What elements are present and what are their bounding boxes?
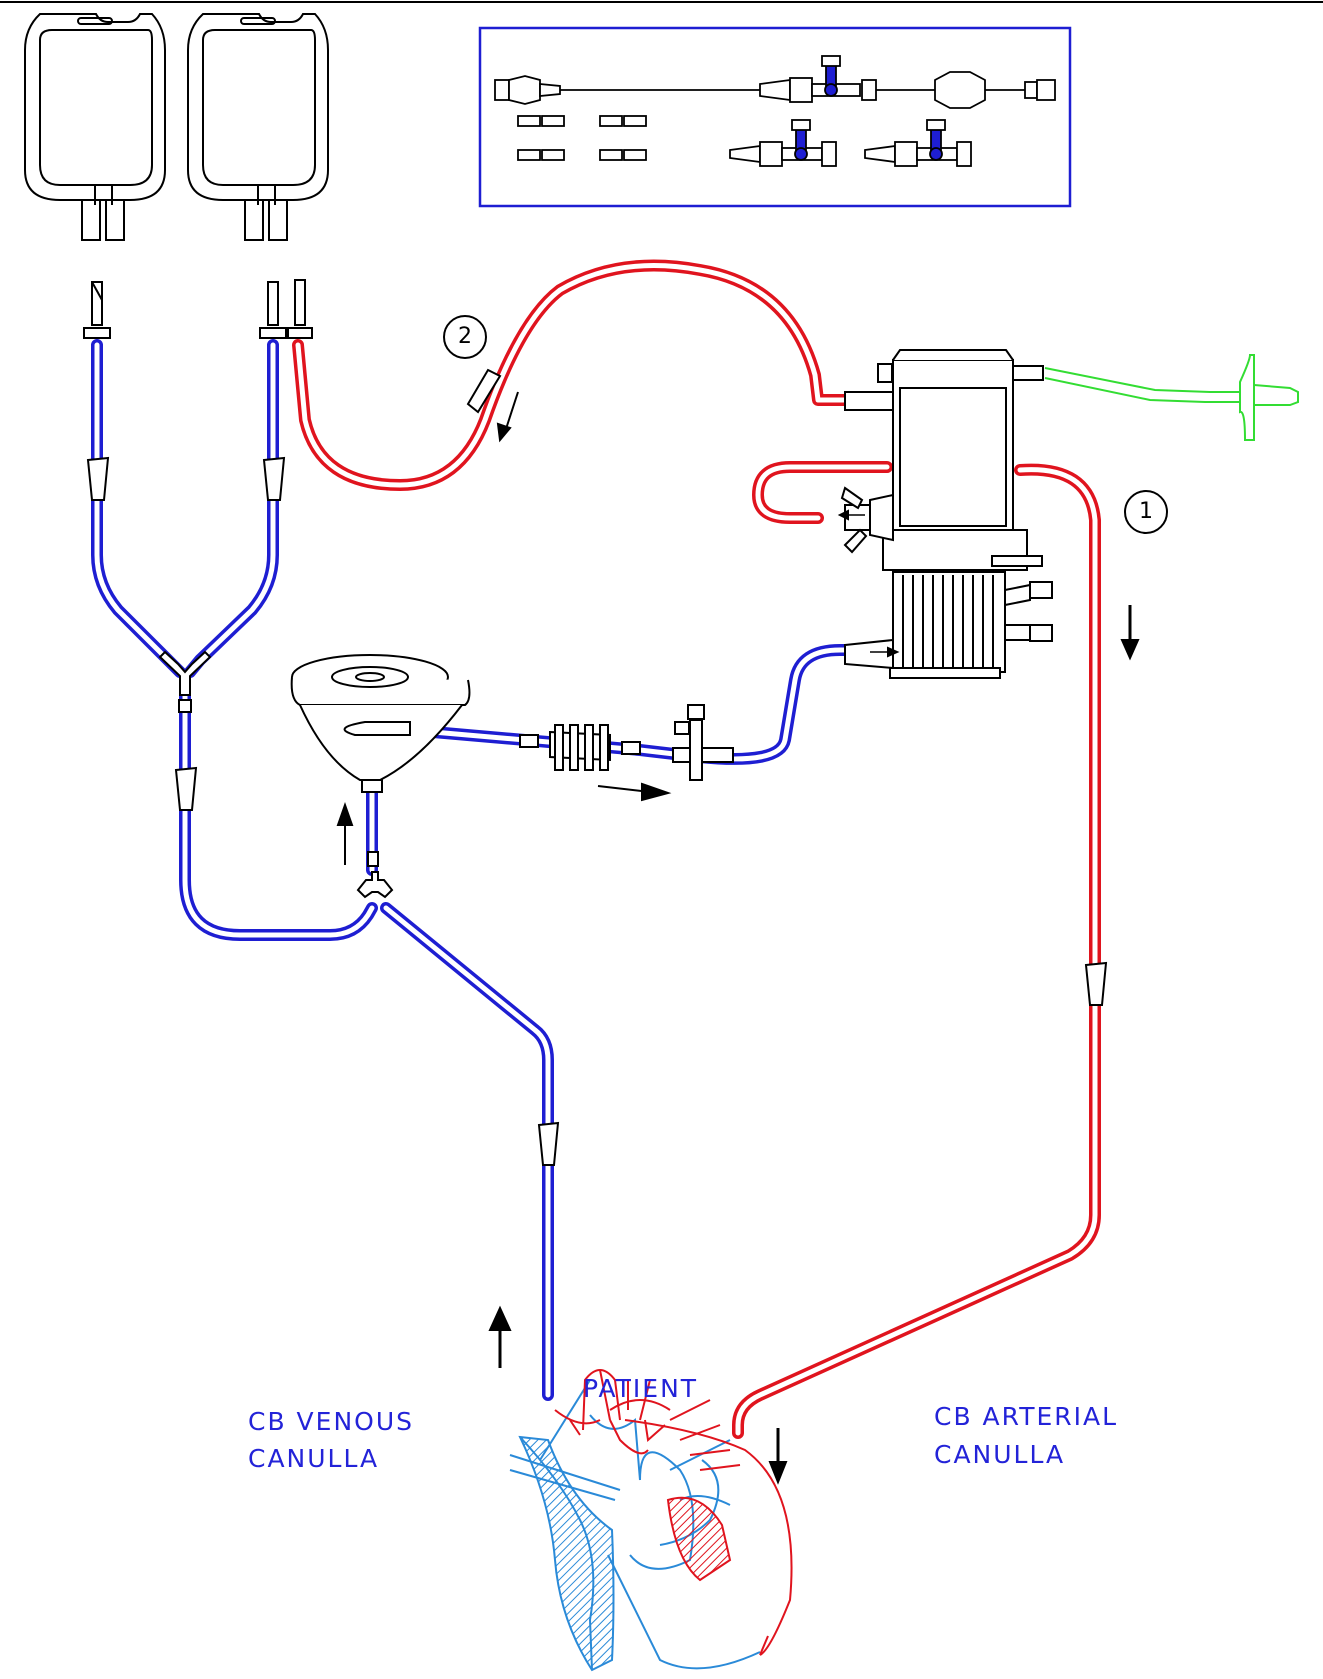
patient-heart <box>509 1369 793 1672</box>
venous-tubing <box>91 339 856 1401</box>
tube-clamps <box>86 368 1108 1166</box>
venous-cannula-label-line2: CANULLA <box>248 1444 380 1473</box>
accessory-kit-box <box>478 26 1072 208</box>
flow-arrows <box>336 391 1140 1485</box>
blood-bag-right <box>187 13 329 241</box>
cardiotomy-reservoir <box>290 654 471 793</box>
circuit-marker-1: 1 <box>1124 490 1168 534</box>
y-connectors <box>158 650 394 899</box>
patient-label: PATIENT <box>583 1374 699 1403</box>
arterial-filter-connector <box>519 724 641 771</box>
gas-line <box>1044 354 1299 441</box>
oxygenator-side-port <box>840 486 868 554</box>
arterial-cannula-label-line1: CB ARTERIAL <box>934 1402 1119 1431</box>
accessory-kit-contents <box>494 55 1056 167</box>
arterial-tubing <box>292 259 1101 1439</box>
oxygenator <box>844 349 1053 679</box>
venous-cannula-label-line1: CB VENOUS <box>248 1407 414 1436</box>
stopcock-venous <box>672 704 734 781</box>
blood-bag-left <box>24 13 166 241</box>
bag-spike-connectors <box>83 279 313 339</box>
arterial-cannula-label-line2: CANULLA <box>934 1440 1066 1469</box>
circuit-marker-2: 2 <box>443 315 487 359</box>
